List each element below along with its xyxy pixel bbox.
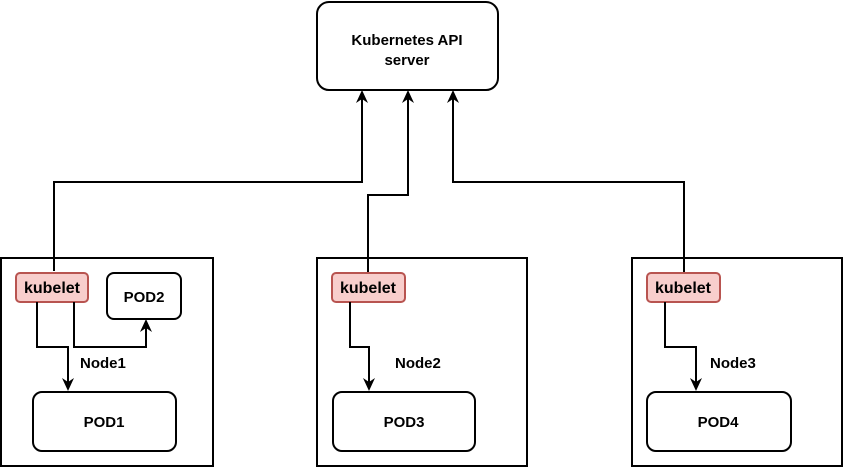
node-1-api-connector — [53, 98, 363, 271]
pod3-box — [332, 391, 476, 452]
node-1-kubelet-label: kubelet — [24, 280, 81, 297]
pod1-box — [32, 391, 177, 452]
node-2-api-connector — [367, 98, 409, 272]
node-3-kubelet-box — [646, 272, 721, 303]
node-3: kubelet Node3 POD4 — [447, 90, 843, 467]
node-1-api-arrowhead — [356, 90, 368, 103]
node-3-kubelet-to-pod4-connector — [664, 302, 697, 383]
kubelet-to-pod1-connector — [36, 302, 69, 383]
node-3-kubelet-label: kubelet — [655, 280, 712, 297]
node-1-label: Node1 — [80, 355, 126, 372]
pod2-box — [106, 272, 182, 320]
api-server-label-line2: server — [384, 52, 429, 69]
node-1-kubelet-box — [15, 272, 89, 303]
node-2-kubelet-label: kubelet — [340, 280, 397, 297]
node-2: kubelet Node2 POD3 — [316, 90, 528, 467]
api-server: Kubernetes API server — [316, 1, 499, 91]
api-server-label-line1: Kubernetes API — [351, 32, 462, 49]
pod2-label: POD2 — [124, 289, 165, 306]
node-1: kubelet POD2 Node1 POD1 — [0, 90, 368, 467]
kubelet-to-pod2-arrowhead — [140, 319, 152, 332]
pod4-label: POD4 — [698, 414, 740, 431]
api-server-box — [316, 1, 499, 91]
node-3-api-connector — [452, 98, 685, 272]
pod3-label: POD3 — [384, 414, 425, 431]
node-3-label: Node3 — [710, 355, 756, 372]
pod1-label: POD1 — [84, 414, 125, 431]
node-2-kubelet-to-pod3-arrowhead — [363, 378, 375, 391]
node-2-api-arrowhead — [402, 90, 414, 103]
node-3-api-arrowhead — [447, 90, 459, 103]
node-2-kubelet-box — [331, 272, 406, 303]
pod4-box — [646, 391, 792, 452]
kubelet-to-pod2-connector — [73, 302, 147, 348]
kubelet-to-pod1-arrowhead — [62, 378, 74, 391]
node-2-kubelet-to-pod3-connector — [349, 302, 370, 383]
node-3-kubelet-to-pod4-arrowhead — [690, 378, 702, 391]
node-2-label: Node2 — [395, 355, 441, 372]
